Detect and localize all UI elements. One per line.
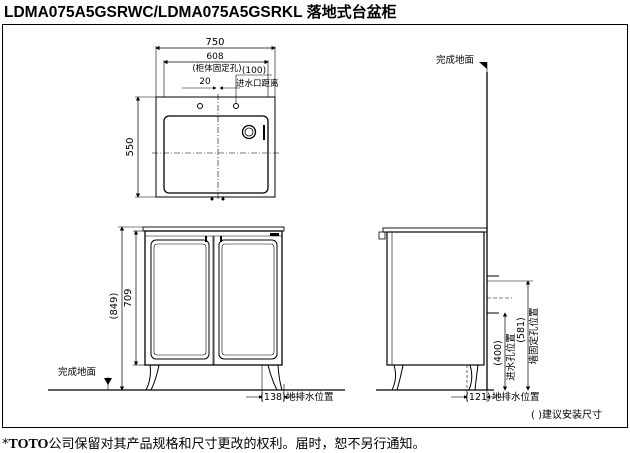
label-wall-fix-position: 墙固定孔位置 [528,307,540,364]
dim-849: (849) [109,292,120,319]
dim-wall-fix-height: (581) [516,317,527,343]
dim-inlet-distance: (100) [242,66,266,76]
note-star: * [2,437,9,452]
dim-709: 709 [123,288,134,307]
dim-550: 550 [125,137,136,156]
faucet-hole [197,103,203,109]
dim-drain-138: (138) [260,392,286,403]
dim-drain-121: (121) [465,392,491,403]
front-view [48,226,345,402]
label-finished-floor-side: 完成地面 [436,54,474,66]
top-view [135,45,280,201]
label-finished-floor-front: 完成地面 [58,366,96,378]
brand-name: TOTO [8,437,49,452]
dim-608: 608 [206,52,223,62]
model-number: LDMA075A5GSRWC/LDMA075A5GSRKL [4,4,303,21]
faucet-hole [233,103,239,109]
label-inlet-distance: 进水口距离 [236,78,279,89]
label-inlet-position: 进水孔位置 [505,333,517,381]
label-drain-side: 地排水位置 [492,391,540,403]
product-name: 落地式台盆柜 [306,4,397,21]
label-cabinet-fixing-holes: (柜体固定孔) [192,63,241,74]
drawing-frame [2,24,628,428]
dim-20: 20 [199,77,211,87]
label-drain-front: 地排水位置 [286,391,334,403]
legend-recommended-dims: ( )建议安装尺寸 [531,408,602,421]
disclaimer-text: 公司保留对其产品规格和尺寸更改的权利。届时，恕不另行通知。 [48,437,426,452]
side-view [376,62,533,402]
drain-hole [241,124,257,140]
dim-inlet-height: (400) [493,340,504,366]
dim-750: 750 [205,37,224,48]
disclaimer-note: *TOTO公司保留对其产品规格和尺寸更改的权利。届时，恕不另行通知。 [2,433,425,453]
